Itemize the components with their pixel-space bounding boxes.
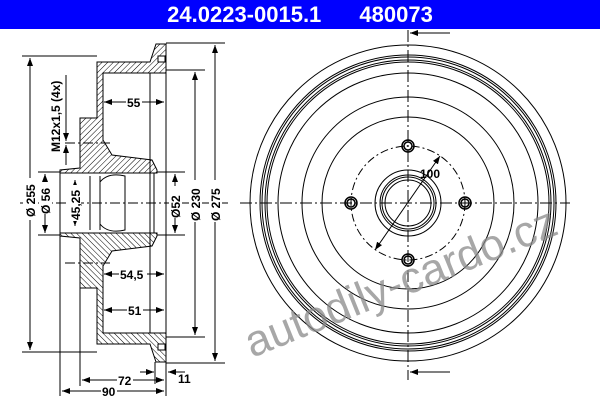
- title-bar: 24.0223-0015.1 480073: [0, 0, 600, 29]
- section-bottom-half: [59, 232, 167, 363]
- part-number: 24.0223-0015.1: [167, 2, 322, 27]
- reference-number: 480073: [359, 2, 433, 27]
- section-top-half: [59, 43, 167, 174]
- dim-diameter-52: Ø52: [169, 195, 183, 218]
- front-view: [240, 30, 570, 380]
- watermark: autodily-cardo.cz: [237, 197, 564, 367]
- dim-72: 72: [118, 374, 132, 388]
- dim-thread: M12x1,5 (4x): [49, 81, 63, 152]
- dim-55: 55: [127, 96, 141, 110]
- dim-54-5: 54,5: [120, 268, 144, 282]
- dim-diameter-275: Ø 275: [209, 188, 223, 221]
- dim-51: 51: [128, 304, 142, 318]
- dim-diameter-230: Ø 230: [189, 188, 203, 221]
- dim-11: 11: [178, 372, 191, 386]
- dim-diameter-56: Ø 56: [39, 188, 53, 214]
- dim-bolt-circle-100: 100: [420, 167, 440, 181]
- dimension-labels: Ø 255 Ø 56 M12x1,5 (4x) 45,25 Ø52 Ø 230 …: [23, 81, 223, 399]
- dim-90: 90: [102, 385, 116, 399]
- dim-45-25: 45,25: [69, 190, 83, 220]
- dim-diameter-255: Ø 255: [24, 184, 38, 217]
